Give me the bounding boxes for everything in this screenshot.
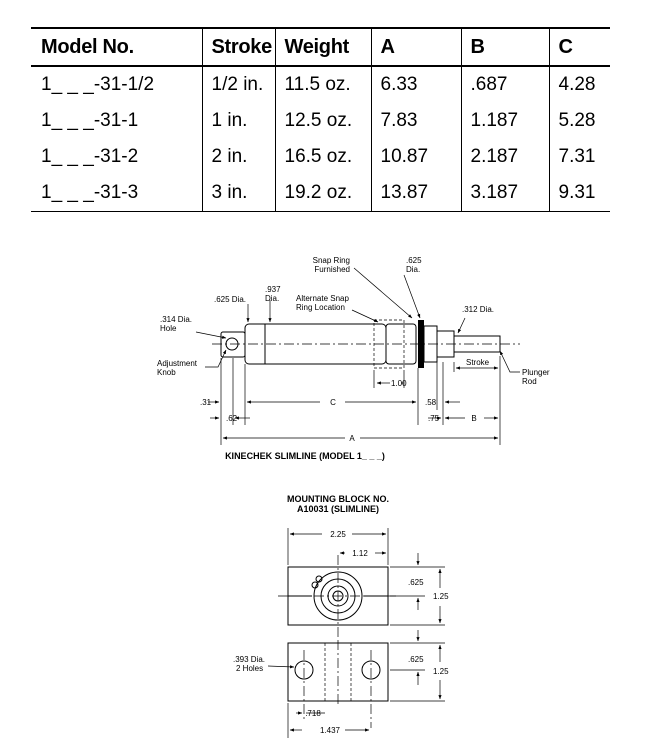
dim-393-dia: .393 Dia.: [233, 655, 265, 664]
cell-a: 13.87: [370, 175, 461, 212]
table-row: 1_ _ _-31-1 1 in. 12.5 oz. 7.83 1.187 5.…: [31, 103, 610, 139]
dim-62: .62: [226, 414, 238, 423]
dim-225: 2.25: [330, 530, 346, 539]
label-dia: Dia.: [406, 265, 420, 274]
table-header-row: Model No. Stroke Weight A B C: [31, 27, 610, 67]
label-hole: Hole: [160, 324, 177, 333]
cell-model: 1_ _ _-31-1/2: [41, 74, 155, 95]
cell-c: 7.31: [548, 139, 610, 175]
table-row: 1_ _ _-31-3 3 in. 19.2 oz. 13.87 3.187 9…: [31, 175, 610, 212]
cell-b: .687: [460, 66, 549, 103]
mounting-hole-left: [294, 660, 314, 680]
label-rod: Rod: [522, 377, 537, 386]
cell-weight: 11.5 oz.: [274, 66, 371, 103]
dim-112: 1.12: [352, 549, 368, 558]
cell-b: 1.187: [460, 103, 549, 139]
dim-58: .58: [425, 398, 437, 407]
label-alt-snap: Alternate Snap: [296, 294, 349, 303]
label-plunger: Plunger: [522, 368, 550, 377]
dim-625-top: .625: [408, 578, 424, 587]
cell-c: 4.28: [548, 66, 610, 103]
label-alt-ring: Ring Location: [296, 303, 345, 312]
cell-weight: 16.5 oz.: [274, 139, 371, 175]
dim-31: .31: [200, 398, 212, 407]
cell-a: 10.87: [370, 139, 461, 175]
alternate-snap-location: [373, 319, 405, 369]
header-stroke: Stroke: [201, 27, 275, 67]
cell-stroke: 1/2 in.: [201, 66, 275, 103]
block-title-2: A10031 (SLIMLINE): [297, 504, 379, 514]
header-weight: Weight: [274, 27, 371, 67]
plunger-rod: [453, 335, 501, 353]
label-937: .937: [265, 285, 281, 294]
header-model-no: Model No.: [31, 27, 202, 67]
dim-b: B: [471, 414, 476, 423]
cell-model: 1_ _ _-31-3: [31, 175, 202, 212]
slimline-drawing: Snap Ring Furnished .625 Dia. .937 Dia. …: [157, 256, 550, 461]
cell-model: 1_ _ _-31-2: [41, 146, 139, 167]
dim-75: .75: [428, 414, 440, 423]
snap-ring: [418, 320, 424, 368]
cell-stroke: 3 in.: [201, 175, 275, 212]
cell-c: 9.31: [548, 175, 610, 212]
label-625-dia: .625: [406, 256, 422, 265]
label-2-holes: 2 Holes: [236, 664, 263, 673]
label-snap-ring: Snap Ring: [313, 256, 350, 265]
table-row: 1_ _ _-31-1/2 1/2 in. 11.5 oz. 6.33 .687…: [31, 66, 610, 103]
body-end: [385, 323, 417, 365]
block-title-1: MOUNTING BLOCK NO.: [287, 494, 389, 504]
cell-a: 6.33: [370, 66, 461, 103]
cell-b: 2.187: [460, 139, 549, 175]
mounting-hole-right: [361, 660, 381, 680]
dim-718: .718: [305, 709, 321, 718]
cell-weight: 12.5 oz.: [274, 103, 371, 139]
cell-c: 5.28: [548, 103, 610, 139]
header-b: B: [460, 27, 549, 67]
label-937-dia: Dia.: [265, 294, 279, 303]
mounting-block-drawing: MOUNTING BLOCK NO. A10031 (SLIMLINE): [233, 494, 449, 738]
label-314-dia: .314 Dia.: [160, 315, 192, 324]
dim-625-bottom: .625: [408, 655, 424, 664]
dim-125-bottom: 1.25: [433, 667, 449, 676]
dim-a: A: [349, 434, 355, 443]
slimline-title: KINECHEK SLIMLINE (MODEL 1_ _ _): [225, 451, 385, 461]
label-312-dia: .312 Dia.: [462, 305, 494, 314]
cell-b: 3.187: [460, 175, 549, 212]
dim-1437: 1.437: [320, 726, 341, 735]
dim-100: 1.00: [391, 379, 407, 388]
cell-a: 7.83: [370, 103, 461, 139]
table-row: 1_ _ _-31-2 2 in. 16.5 oz. 10.87 2.187 7…: [31, 139, 610, 175]
adjustment-hole: [225, 337, 239, 351]
label-stroke: Stroke: [466, 358, 490, 367]
label-625-dia-left: .625 Dia.: [214, 295, 246, 304]
label-adjustment: Adjustment: [157, 359, 198, 368]
header-a: A: [370, 27, 461, 67]
cell-stroke: 2 in.: [201, 139, 275, 175]
label-knob: Knob: [157, 368, 176, 377]
dim-125-top: 1.25: [433, 592, 449, 601]
cell-weight: 19.2 oz.: [274, 175, 371, 212]
cell-model: 1_ _ _-31-1: [41, 110, 139, 131]
specifications-table: Model No. Stroke Weight A B C 1_ _ _-31-…: [31, 27, 610, 212]
label-furnished: Furnished: [314, 265, 350, 274]
cell-stroke: 1 in.: [201, 103, 275, 139]
dim-c: C: [330, 398, 336, 407]
header-c: C: [548, 27, 610, 67]
